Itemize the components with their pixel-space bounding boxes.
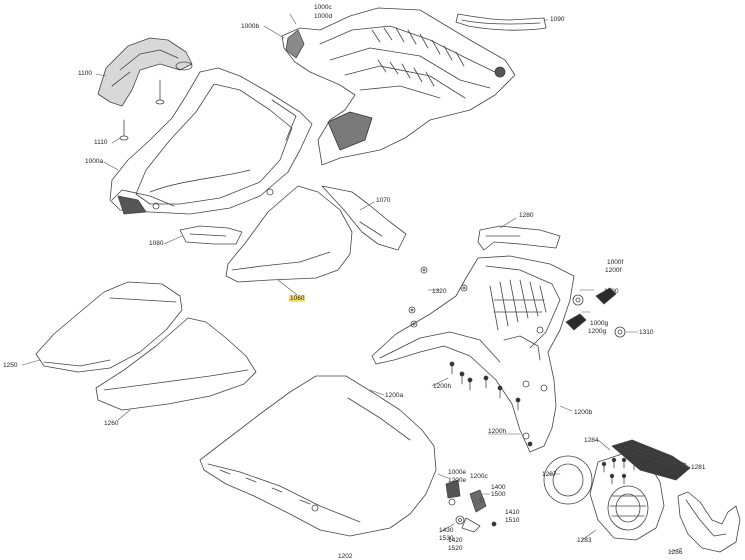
hardware-1400-1530 [445, 479, 497, 533]
callout-1320: 1320 [432, 288, 447, 295]
part-1286-hook [677, 491, 741, 553]
callout-1400: 1400 [491, 484, 506, 491]
part-1310-nut [614, 326, 626, 338]
callout-1286: 1286 [668, 549, 683, 556]
clips-1300 [565, 287, 617, 331]
callout-1000b: 1000b [241, 23, 260, 30]
callout-1000e: 1000e [448, 469, 467, 476]
part-1200a-belly-pan [199, 375, 437, 537]
callout-1090: 1090 [550, 16, 565, 23]
part-1000a-front-shell [109, 67, 313, 215]
callout-1281: 1281 [691, 464, 706, 471]
callout-1500: 1500 [491, 491, 506, 498]
callout-1200b: 1200b [574, 409, 593, 416]
callout-1100: 1100 [78, 70, 92, 77]
callout-1200e: 1200e [448, 477, 467, 484]
callout-1110: 1110 [94, 139, 108, 146]
callout-1280: 1280 [519, 212, 534, 219]
callout-1300: 1300 [604, 288, 619, 295]
fasteners-1320 [408, 266, 468, 328]
callout-1200h-upper: 1200h [433, 383, 452, 390]
part-1070-corner-panel [321, 185, 407, 251]
callout-1202: 1202 [338, 553, 353, 560]
part-1080-strip [179, 225, 243, 245]
screws-1284 [601, 457, 637, 485]
callout-1000f: 1000f [607, 259, 624, 266]
callout-1420: 1420 [448, 537, 463, 544]
callout-1260: 1260 [104, 420, 119, 427]
callout-1510: 1510 [505, 517, 520, 524]
part-1287-ring [543, 455, 593, 505]
part-1281-grille [611, 439, 691, 481]
callout-1287: 1287 [542, 471, 557, 478]
callout-1410: 1410 [505, 509, 520, 516]
part-1200b-nose [371, 255, 575, 453]
part-1250-side-panel [35, 281, 183, 373]
callout-1000c: 1000c [314, 4, 332, 11]
part-1100-bracket [97, 37, 193, 141]
callout-1060-highlighted: 1060 [289, 295, 306, 302]
part-1000b-upper-panel [281, 7, 516, 166]
callout-1200g: 1200g [588, 328, 607, 335]
screws-1200h [449, 361, 533, 447]
callout-1070: 1070 [376, 197, 391, 204]
leader-lines [21, 13, 691, 553]
part-1280-trim [477, 225, 561, 251]
callout-1310: 1310 [639, 329, 654, 336]
callout-1430: 1430 [439, 527, 454, 534]
callout-1080: 1080 [149, 240, 164, 247]
callout-1283: 1283 [577, 537, 592, 544]
callout-1000g: 1000g [590, 320, 609, 327]
part-1090-trim [455, 13, 547, 31]
callout-1200c: 1200c [470, 473, 488, 480]
callout-1000a: 1000a [85, 158, 104, 165]
callout-1200a: 1200a [385, 392, 404, 399]
callout-1250: 1250 [3, 362, 18, 369]
part-1060-windshield [225, 185, 353, 283]
callout-1200h-lower: 1200h [488, 428, 507, 435]
part-1260-side-panel [95, 317, 257, 411]
callout-1520: 1520 [448, 545, 463, 552]
callout-1530: 1530 [439, 535, 454, 542]
callout-1200f: 1200f [605, 267, 622, 274]
callout-1284: 1284 [584, 437, 599, 444]
callout-1000d: 1000d [314, 13, 333, 20]
